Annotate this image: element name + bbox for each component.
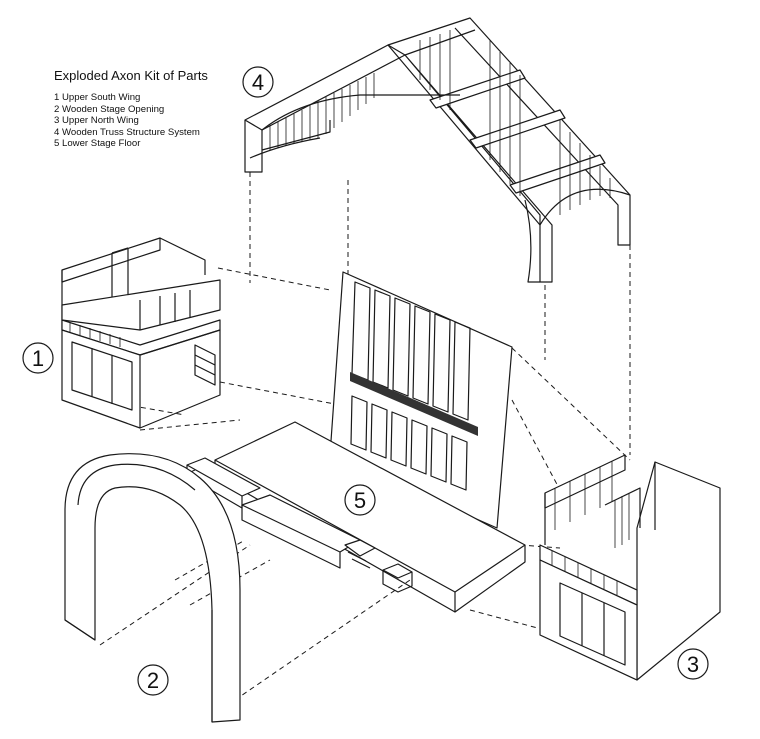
- callout-1: 1: [22, 342, 54, 374]
- legend-item-4: 4 Wooden Truss Structure System: [54, 126, 200, 138]
- legend-title: Exploded Axon Kit of Parts: [54, 68, 208, 83]
- callout-3-label: 3: [687, 652, 699, 677]
- legend-item-1: 1 Upper South Wing: [54, 92, 141, 103]
- callout-3: 3: [677, 648, 709, 680]
- upper-south-wing: [61, 237, 221, 429]
- callout-2: 2: [137, 664, 169, 696]
- upper-north-wing: [539, 454, 721, 681]
- legend-item-3: 3 Upper North Wing: [54, 115, 139, 127]
- legend-item-5: 5 Lower Stage Floor: [54, 138, 141, 150]
- wooden-stage-opening: [64, 453, 241, 723]
- callout-4-label: 4: [252, 70, 264, 95]
- wooden-truss-structure: [244, 17, 631, 283]
- legend-item-2: 2 Wooden Stage Opening: [54, 103, 165, 115]
- callout-5-label: 5: [354, 488, 366, 513]
- callout-4: 4: [242, 66, 274, 98]
- legend: Exploded Axon Kit of Parts 1 Upper South…: [54, 68, 208, 150]
- callout-1-label: 1: [32, 346, 44, 371]
- callout-5: 5: [344, 484, 376, 516]
- callout-2-label: 2: [147, 668, 159, 693]
- legend-list: 1 Upper South Wing 2 Wooden Stage Openin…: [54, 92, 208, 150]
